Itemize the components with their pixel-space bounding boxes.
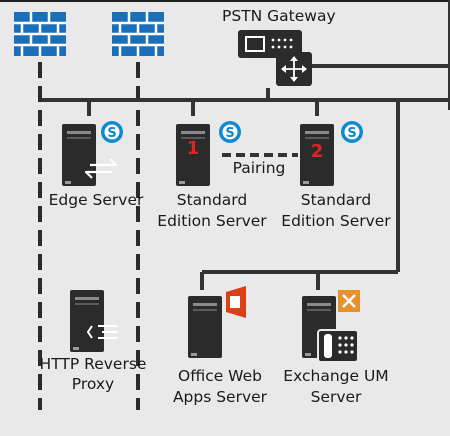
office-icon	[226, 286, 246, 318]
ip-phone-icon	[317, 329, 359, 363]
skype-icon	[341, 121, 363, 143]
perimeter-dashed-lines	[38, 62, 140, 410]
standard-server-1-icon: 1	[176, 121, 241, 186]
standard-server-2-label-line1: Standard	[300, 191, 372, 209]
http-reverse-proxy-label-line1: HTTP Reverse	[39, 355, 147, 373]
office-web-apps-label-line2: Apps Server	[172, 388, 268, 406]
skype-icon	[101, 121, 123, 143]
pstn-gateway-label: PSTN Gateway	[222, 7, 336, 25]
exchange-icon	[338, 290, 360, 312]
firewall-icon	[12, 10, 68, 58]
pool-member-badge: 2	[311, 141, 324, 162]
standard-server-2-icon: 2	[300, 121, 363, 186]
network-lines	[42, 64, 449, 290]
firewall-icon	[110, 10, 166, 58]
standard-server-1-label-line1: Standard	[176, 191, 248, 209]
office-web-apps-server-icon	[188, 286, 246, 358]
pairing-label: Pairing	[232, 159, 286, 177]
http-reverse-proxy-label-line2: Proxy	[71, 375, 115, 393]
standard-server-2-label-line2: Edition Server	[281, 212, 391, 230]
standard-server-1-label-line2: Edition Server	[157, 212, 267, 230]
office-web-apps-label-line1: Office Web	[178, 367, 262, 385]
edge-server-icon	[62, 121, 123, 186]
edge-server-label: Edge Server	[48, 191, 144, 209]
pstn-gateway-icon	[238, 30, 312, 86]
exchange-um-label-line1: Exchange UM	[283, 367, 389, 385]
pool-member-badge: 1	[187, 138, 200, 159]
skype-icon	[219, 121, 241, 143]
exchange-um-label-line2: Server	[310, 388, 362, 406]
http-reverse-proxy-icon	[70, 290, 118, 352]
exchange-um-server-icon	[302, 290, 360, 363]
